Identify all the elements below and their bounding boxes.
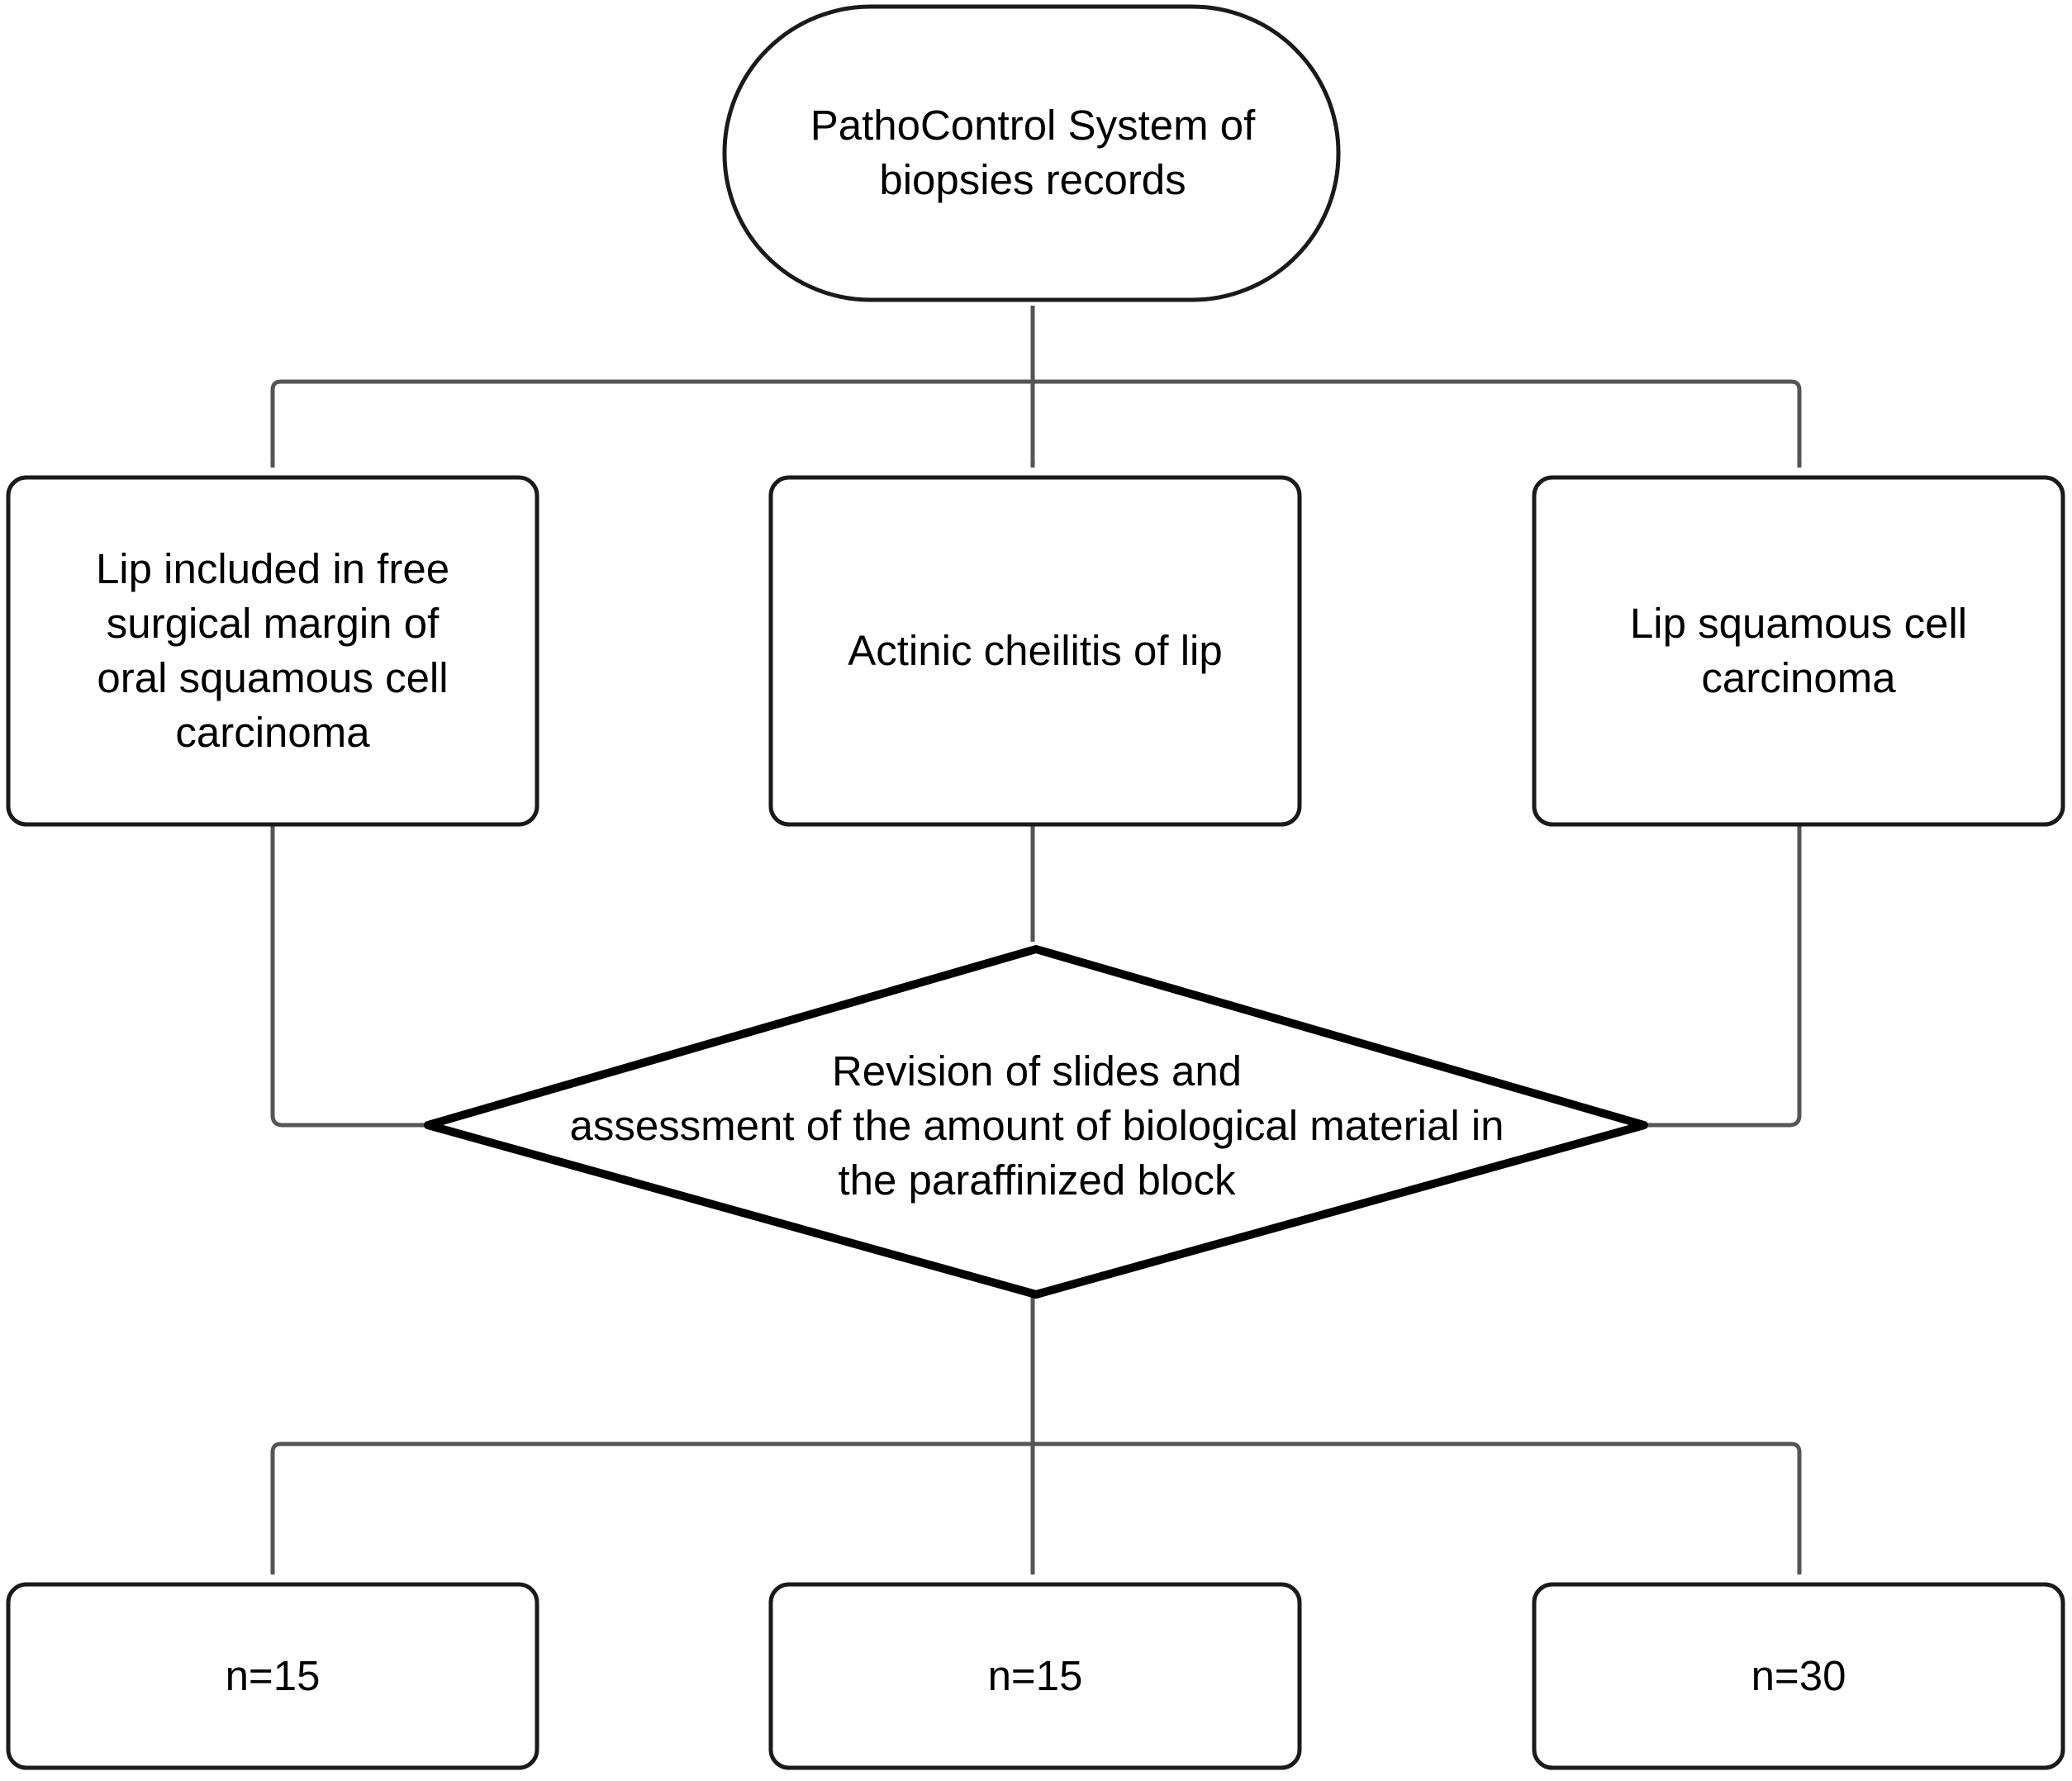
right-category-label: Lip squamous cell carcinoma <box>1629 600 1968 701</box>
middle-category-box <box>768 475 1302 827</box>
left-outcome-box <box>6 1582 539 1770</box>
decision-diamond-shape <box>424 945 1648 1299</box>
connector-right-to-decision <box>1645 826 1802 1128</box>
connector-decision-left <box>270 1441 1033 1575</box>
right-outcome-label: n=30 <box>1751 1652 1846 1699</box>
middle-outcome-label: n=15 <box>987 1652 1083 1699</box>
start-terminal-shape <box>722 4 1341 302</box>
left-category-box <box>6 475 539 827</box>
decision-label: Revision of slides and assessment of the… <box>569 1047 1504 1204</box>
connector-left-to-decision <box>270 826 427 1128</box>
left-category-label: Lip included in free surgical margin of … <box>95 545 450 756</box>
middle-outcome-box <box>768 1582 1302 1770</box>
start-node-label: PathoControl System of biopsies records <box>810 102 1256 203</box>
connector-start-right <box>1033 379 1802 468</box>
connector-decision-right <box>1033 1441 1802 1575</box>
middle-category-label: Actinic cheilitis of lip <box>848 627 1223 674</box>
right-outcome-box <box>1532 1582 2065 1770</box>
right-category-box <box>1532 475 2065 827</box>
left-outcome-label: n=15 <box>225 1652 321 1699</box>
connector-start-left <box>270 379 1033 468</box>
